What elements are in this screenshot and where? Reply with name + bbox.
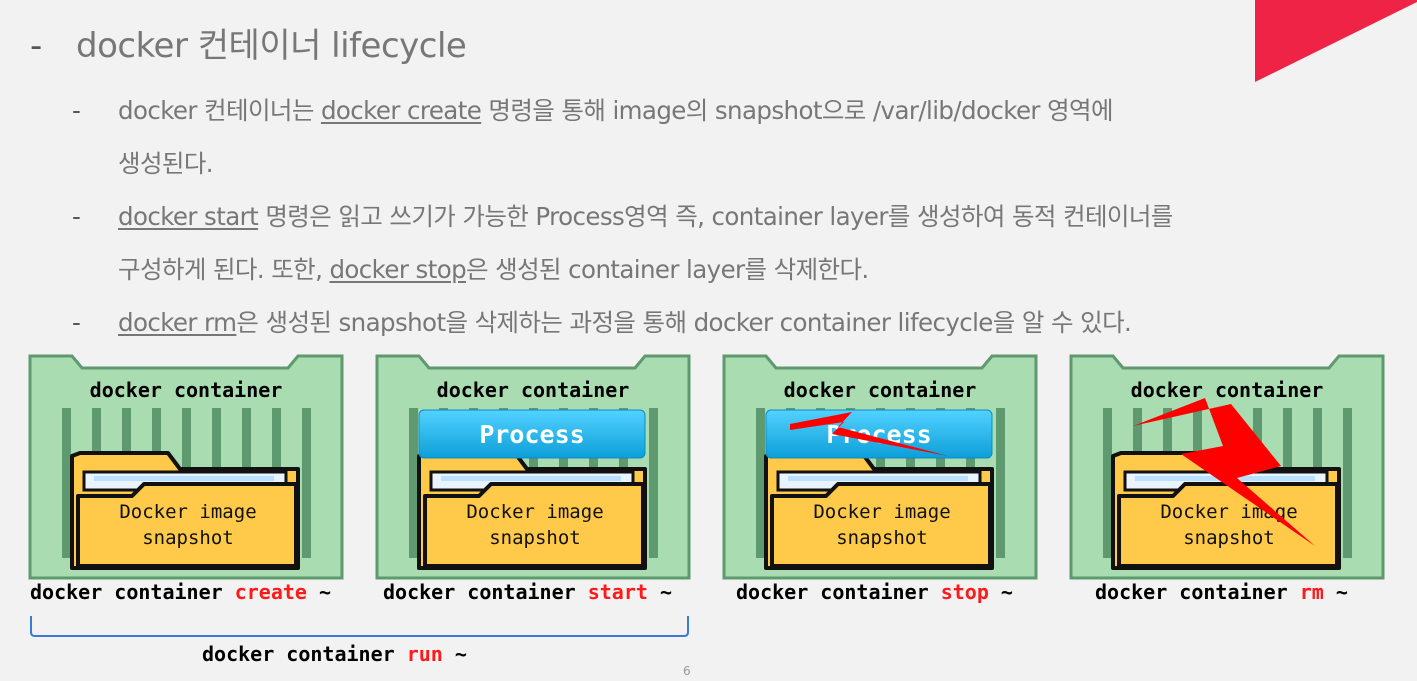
lightning-bolt-icon	[1133, 398, 1315, 546]
docker-create-link[interactable]: docker create	[320, 96, 482, 125]
image-label-line2: snapshot	[1183, 527, 1275, 549]
process-label: Process	[479, 420, 584, 449]
bullet-list: - docker 컨테이너는 docker create 명령을 통해 imag…	[72, 84, 1402, 349]
page-number: 6	[683, 664, 691, 678]
caption-stop: docker container stop ~	[736, 580, 1013, 604]
image-label-line2: snapshot	[489, 527, 581, 549]
lightning-bolt-icon	[790, 412, 948, 456]
container-label: docker container	[1131, 378, 1324, 402]
bullet-start-stop: - docker start 명령은 읽고 쓰기가 가능한 Process영역 …	[72, 202, 1173, 284]
bullet-create: - docker 컨테이너는 docker create 명령을 통해 imag…	[72, 96, 1114, 178]
image-label-line1: Docker image	[119, 501, 256, 523]
caption-run: docker container run ~	[202, 642, 467, 666]
run-bracket	[30, 616, 689, 637]
docker-stop-link[interactable]: docker stop	[329, 255, 467, 284]
caption-create: docker container create ~	[30, 580, 332, 604]
image-label-line1: Docker image	[813, 501, 950, 523]
bullet-rm: - docker rm은 생성된 snapshot을 삭제하는 과정을 통해 d…	[72, 308, 1132, 337]
docker-start-link[interactable]: docker start	[118, 202, 259, 231]
image-label-line2: snapshot	[142, 527, 234, 549]
heading-text: docker 컨테이너 lifecycle	[76, 26, 467, 66]
container-label: docker container	[437, 378, 630, 402]
caption-start: docker container start ~	[383, 580, 673, 604]
heading-dash: -	[30, 26, 42, 66]
slide-heading: -docker 컨테이너 lifecycle	[30, 18, 467, 67]
caption-rm: docker container rm ~	[1095, 580, 1348, 604]
container-label: docker container	[90, 378, 283, 402]
image-label-line1: Docker image	[466, 501, 603, 523]
corner-accent-shape	[1255, 0, 1417, 82]
image-label-line2: snapshot	[836, 527, 928, 549]
container-label: docker container	[784, 378, 977, 402]
docker-rm-link[interactable]: docker rm	[118, 308, 237, 337]
process-layer	[418, 409, 646, 459]
